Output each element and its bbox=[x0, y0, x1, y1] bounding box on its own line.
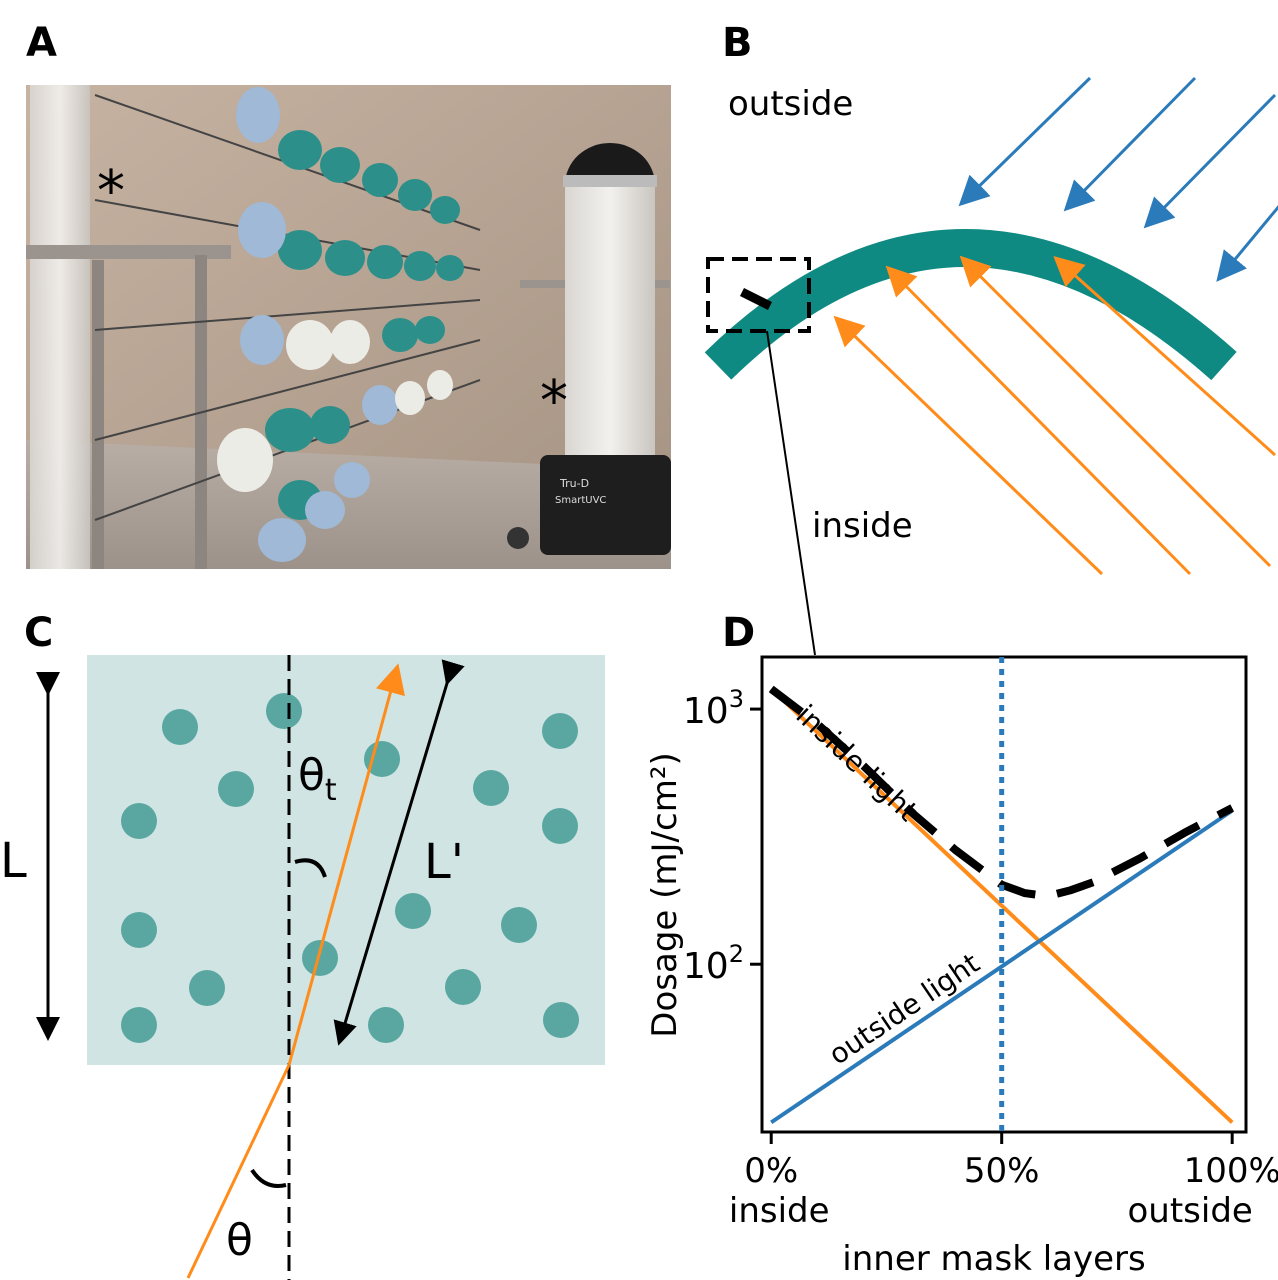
Lprime-arrow bbox=[333, 659, 465, 1046]
fiber-dot bbox=[473, 770, 509, 806]
fiber-dot bbox=[266, 693, 302, 729]
inside-arrow bbox=[885, 265, 1192, 576]
y-tick-label-1000: 103 bbox=[683, 685, 744, 732]
panel-b-letter: B bbox=[722, 20, 753, 66]
x-tick-label-50: 50% bbox=[964, 1151, 1040, 1191]
series-total-dashed bbox=[768, 685, 1235, 901]
fiber-dot bbox=[542, 713, 578, 749]
inside-arrow bbox=[833, 315, 1104, 576]
outside-label: outside bbox=[728, 84, 853, 124]
photo-illustration: Tru-D SmartUVC * * bbox=[26, 85, 671, 569]
x-tick-label-100: 100% bbox=[1184, 1151, 1278, 1191]
x-tick-sublabel-100: outside bbox=[1127, 1191, 1252, 1231]
mask-arc bbox=[704, 229, 1237, 381]
mask-layer-marker bbox=[739, 287, 773, 311]
uv-device: Tru-D SmartUVC bbox=[507, 143, 671, 555]
outside-arrow bbox=[1216, 205, 1278, 282]
inside-label: inside bbox=[812, 506, 913, 546]
fiber-dot bbox=[302, 940, 338, 976]
theta-label: θ bbox=[226, 1215, 253, 1266]
mask-rows bbox=[94, 87, 481, 562]
y-axis-label: Dosage (mJ/cm²) bbox=[645, 752, 685, 1037]
device-label-2: SmartUVC bbox=[555, 495, 606, 506]
fiber-dot bbox=[445, 969, 481, 1005]
theta-t-arc bbox=[294, 858, 327, 878]
marker-right: * bbox=[540, 369, 568, 434]
y-tick-label-100: 102 bbox=[683, 940, 744, 987]
inside-light-arrows bbox=[833, 255, 1277, 576]
panel-d-letter: D bbox=[722, 610, 755, 656]
fiber-dot bbox=[189, 970, 225, 1006]
inside-arrow bbox=[959, 255, 1272, 568]
panel-a-letter: A bbox=[26, 20, 57, 66]
series-label-inside-light: inside light bbox=[790, 698, 925, 827]
x-tick-sublabel-0: inside bbox=[729, 1191, 830, 1231]
incident-ray bbox=[186, 1064, 291, 1279]
outside-arrow bbox=[1143, 93, 1277, 229]
inside-arrow bbox=[1053, 255, 1277, 457]
outside-arrow bbox=[1063, 76, 1197, 212]
fiber-dot bbox=[121, 803, 157, 839]
x-tick-label-0: 0% bbox=[744, 1151, 798, 1191]
fiber-dot bbox=[395, 893, 431, 929]
fiber-dot bbox=[121, 912, 157, 948]
device-label-1: Tru-D bbox=[559, 477, 589, 490]
Lprime-label: L' bbox=[424, 834, 464, 890]
panel-c-letter: C bbox=[24, 610, 53, 656]
series-inside-light bbox=[769, 687, 1234, 1124]
fiber-dot bbox=[162, 709, 198, 745]
panel-b: B outside inside bbox=[704, 20, 1278, 656]
fiber-dot bbox=[218, 771, 254, 807]
fiber-dot bbox=[543, 1002, 579, 1038]
fiber-dot bbox=[501, 907, 537, 943]
zoom-box bbox=[706, 257, 811, 333]
zoom-connector bbox=[766, 330, 816, 656]
chart-layer: inside light outside light 102 103 0%inside 5… bbox=[683, 657, 1278, 1231]
panel-a: A bbox=[26, 20, 671, 569]
series-label-outside-light: outside light bbox=[823, 946, 986, 1071]
fiber-dot bbox=[542, 808, 578, 844]
fiber-dot bbox=[368, 1007, 404, 1043]
x-axis-label: inner mask layers bbox=[842, 1239, 1145, 1279]
marker-left: * bbox=[97, 159, 125, 224]
fiber-dot bbox=[121, 1007, 157, 1043]
theta-arc bbox=[250, 1168, 287, 1188]
outside-light-arrows bbox=[958, 76, 1278, 282]
outside-arrow bbox=[958, 76, 1092, 207]
series-outside-light bbox=[770, 808, 1234, 1125]
L-label: L bbox=[0, 833, 27, 889]
panel-d: D inside light outside light 102 103 0%insid… bbox=[645, 610, 1278, 1279]
panel-c: C θ θt L L' bbox=[0, 610, 605, 1280]
